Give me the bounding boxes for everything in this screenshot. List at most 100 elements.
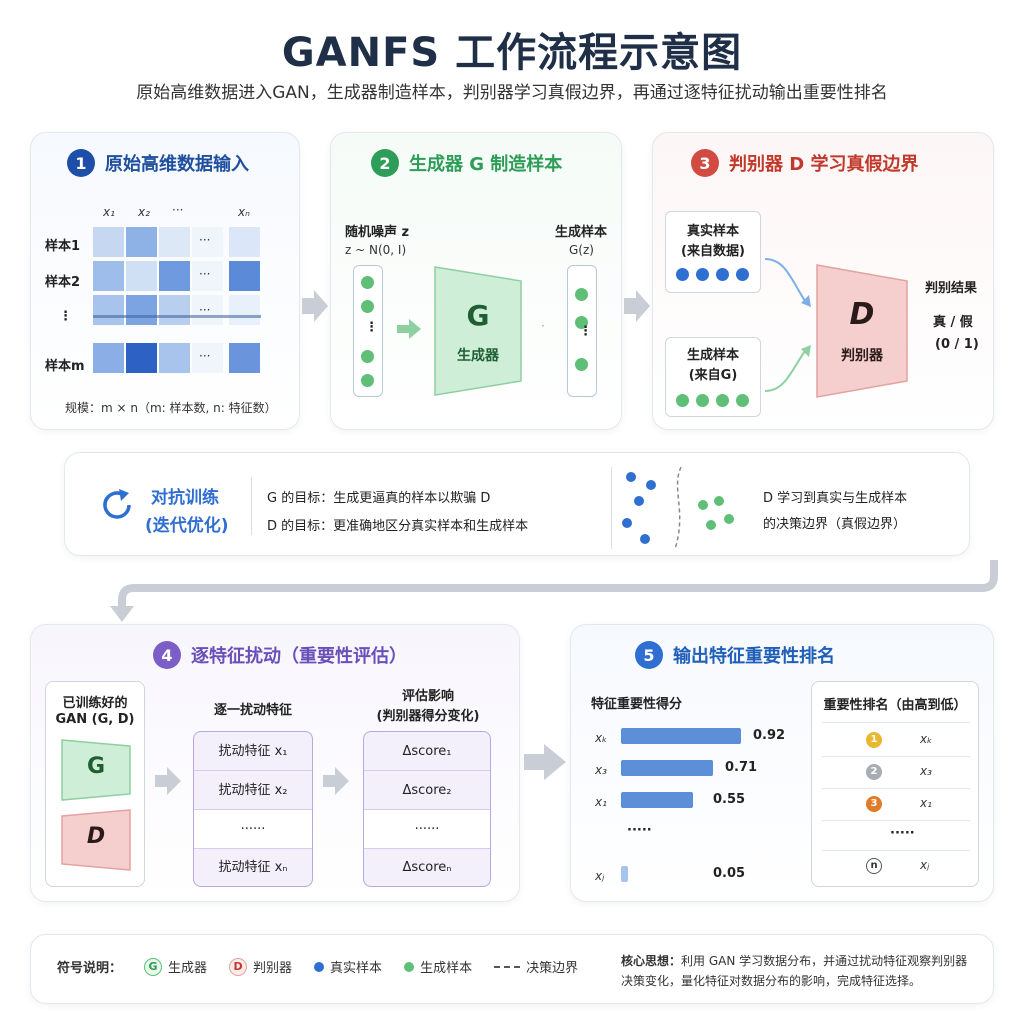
legend-generator-text: 生成器 bbox=[168, 961, 208, 976]
bar-value-0: 0.92 bbox=[753, 728, 786, 743]
generated-sample-label: 生成样本 bbox=[555, 225, 608, 240]
generator-name: 生成器 bbox=[457, 348, 499, 364]
decision-boundary-illustration bbox=[622, 466, 734, 550]
bar-3 bbox=[621, 866, 628, 882]
adversarial-panel: 对抗训练 (迭代优化) G 的目标：生成更逼真的样本以欺骗 D D 的目标：更准… bbox=[64, 452, 970, 556]
discriminator-letter: D bbox=[849, 297, 875, 332]
matrix-ellipsis-1: ··· bbox=[199, 233, 211, 247]
real-sample-box: 真实样本 (来自数据) bbox=[665, 211, 761, 293]
step5-number: 5 bbox=[635, 641, 663, 669]
trained-g-block bbox=[61, 739, 131, 801]
step4-title: 逐特征扰动（重要性评估） bbox=[191, 646, 407, 667]
perturb-row-1: 扰动特征 x₁ bbox=[194, 732, 312, 771]
step2-number: 2 bbox=[371, 149, 399, 177]
step1-card: 1 原始高维数据输入 x₁ x₂ ··· xₙ 样本1 样本2 ⋮ 样本m ··… bbox=[30, 132, 300, 430]
col-header-x2: x₂ bbox=[138, 205, 150, 219]
legend-real: 真实样本 bbox=[314, 957, 382, 976]
generator-block bbox=[434, 266, 522, 396]
trained-gan-label-1: 已训练好的 bbox=[62, 696, 128, 711]
step3-card: 3 判别器 D 学习真假边界 真实样本 (来自数据) 生成样本 (来自G) D … bbox=[652, 132, 994, 430]
rank-feature-2: x₃ bbox=[920, 764, 932, 778]
result-code: (0 / 1) bbox=[935, 337, 979, 352]
row-label-m: 样本m bbox=[45, 359, 85, 374]
score-row-ellipsis: ······ bbox=[364, 810, 490, 849]
refresh-cycle-icon bbox=[103, 489, 131, 519]
generator-g-icon: G bbox=[144, 957, 163, 976]
discriminator-name: 判别器 bbox=[841, 348, 883, 364]
step1-scale-note: 规模：m × n（m: 样本数, n: 特征数） bbox=[65, 401, 277, 415]
boundary-divider bbox=[611, 467, 612, 549]
bar-value-3: 0.05 bbox=[713, 866, 746, 881]
generated-vector: ⋮ bbox=[567, 265, 597, 397]
bar-feature-2: x₁ bbox=[595, 795, 607, 809]
score-row-1: Δscore₁ bbox=[364, 732, 490, 771]
col-header-ellipsis: ··· bbox=[172, 203, 184, 217]
step1-number: 1 bbox=[67, 149, 95, 177]
bar-0 bbox=[621, 728, 741, 744]
boundary-text-2: 的决策边界（真假边界） bbox=[763, 517, 907, 532]
ranking-head: 重要性排名（由高到低） bbox=[823, 698, 967, 713]
step3-number: 3 bbox=[691, 149, 719, 177]
legend-boundary-text: 决策边界 bbox=[526, 961, 579, 976]
fake-sample-box: 生成样本 (来自G) bbox=[665, 337, 761, 417]
core-idea: 核心思想：利用 GAN 学习数据分布，并通过扰动特征观察判别器 决策变化，量化特… bbox=[621, 951, 967, 991]
data-matrix: ··· ··· ··· ··· bbox=[93, 227, 293, 387]
noise-vector: ⋮ bbox=[353, 265, 383, 397]
adv-subtitle: (迭代优化) bbox=[145, 516, 229, 536]
discriminator-block bbox=[816, 264, 908, 398]
core-idea-text-2: 决策变化，量化特征对数据分布的影响，完成特征选择。 bbox=[621, 974, 922, 988]
legend-fake: 生成样本 bbox=[404, 957, 472, 976]
row-label-dots: ⋮ bbox=[59, 309, 72, 324]
trained-gan-label-2: GAN (G, D) bbox=[55, 712, 135, 727]
result-value: 真 / 假 bbox=[933, 315, 973, 330]
arrow-step2-to-step3 bbox=[624, 290, 650, 322]
step4-number: 4 bbox=[153, 641, 181, 669]
matrix-ellipsis-2: ··· bbox=[199, 267, 211, 281]
arrow-perturb-to-score bbox=[323, 767, 349, 795]
noise-vdots: ⋮ bbox=[365, 320, 378, 335]
step2-title: 生成器 G 制造样本 bbox=[409, 154, 563, 175]
trained-g-letter: G bbox=[86, 754, 106, 779]
rank-feature-1: xₖ bbox=[920, 732, 933, 746]
discriminator-d-icon: D bbox=[229, 957, 248, 976]
page-title: GANFS 工作流程示意图 bbox=[281, 30, 743, 76]
rank-ellipsis: ····· bbox=[890, 826, 915, 841]
fake-sample-dot-icon bbox=[404, 961, 415, 972]
noise-to-g-arrow bbox=[397, 319, 421, 339]
bronze-medal-icon: 3 bbox=[866, 796, 882, 812]
rank-feature-3: x₁ bbox=[920, 796, 932, 810]
real-sample-source: (来自数据) bbox=[681, 244, 745, 259]
core-idea-label: 核心思想： bbox=[621, 954, 682, 968]
page-subtitle: 原始高维数据进入GAN，生成器制造样本，判别器学习真假边界，再通过逐特征扰动输出… bbox=[136, 83, 888, 103]
perturb-list: 扰动特征 x₁ 扰动特征 x₂ ······ 扰动特征 xₙ bbox=[193, 731, 313, 887]
return-flow-arrow bbox=[110, 560, 998, 622]
step4-card: 4 逐特征扰动（重要性评估） 已训练好的 GAN (G, D) G D 逐一扰动… bbox=[30, 624, 520, 902]
legend-panel: 符号说明： G 生成器 D 判别器 真实样本 生成样本 决策边界 核心思想：利用… bbox=[30, 934, 994, 1004]
output-vdots: ⋮ bbox=[579, 324, 592, 339]
step5-card: 5 输出特征重要性排名 特征重要性得分 xₖ 0.92 x₃ 0.71 x₁ 0… bbox=[570, 624, 994, 902]
step5-header: 5 输出特征重要性排名 bbox=[635, 641, 835, 669]
bar-feature-0: xₖ bbox=[595, 731, 608, 745]
legend-discriminator-text: 判别器 bbox=[253, 961, 293, 976]
row-label-1: 样本1 bbox=[45, 239, 81, 254]
step1-title: 原始高维数据输入 bbox=[105, 154, 249, 175]
noise-distribution: z ~ N(0, I) bbox=[345, 243, 407, 257]
d-goal-text: D 的目标：更准确地区分真实样本和生成样本 bbox=[267, 519, 529, 534]
samples-to-d-arrows bbox=[764, 258, 811, 392]
real-sample-label: 真实样本 bbox=[686, 224, 739, 239]
perturb-head: 逐一扰动特征 bbox=[213, 703, 292, 718]
real-sample-dot-icon bbox=[314, 961, 325, 972]
step3-title: 判别器 D 学习真假边界 bbox=[729, 154, 919, 175]
col-header-x1: x₁ bbox=[103, 205, 115, 219]
matrix-ellipsis-3: ··· bbox=[199, 303, 211, 317]
noise-label: 随机噪声 z bbox=[345, 225, 410, 240]
step3-header: 3 判别器 D 学习真假边界 bbox=[691, 149, 918, 177]
g-output-dot: · bbox=[541, 319, 545, 333]
matrix-ellipsis-4: ··· bbox=[199, 349, 211, 363]
trained-d-block bbox=[61, 809, 131, 871]
legend-fake-text: 生成样本 bbox=[420, 961, 473, 976]
legend-generator: G 生成器 bbox=[144, 957, 207, 976]
bar-1 bbox=[621, 760, 713, 776]
eval-head-1: 评估影响 bbox=[401, 689, 454, 704]
importance-bar-chart: xₖ 0.92 x₃ 0.71 x₁ 0.55 ····· xⱼ 0.05 bbox=[587, 721, 807, 891]
